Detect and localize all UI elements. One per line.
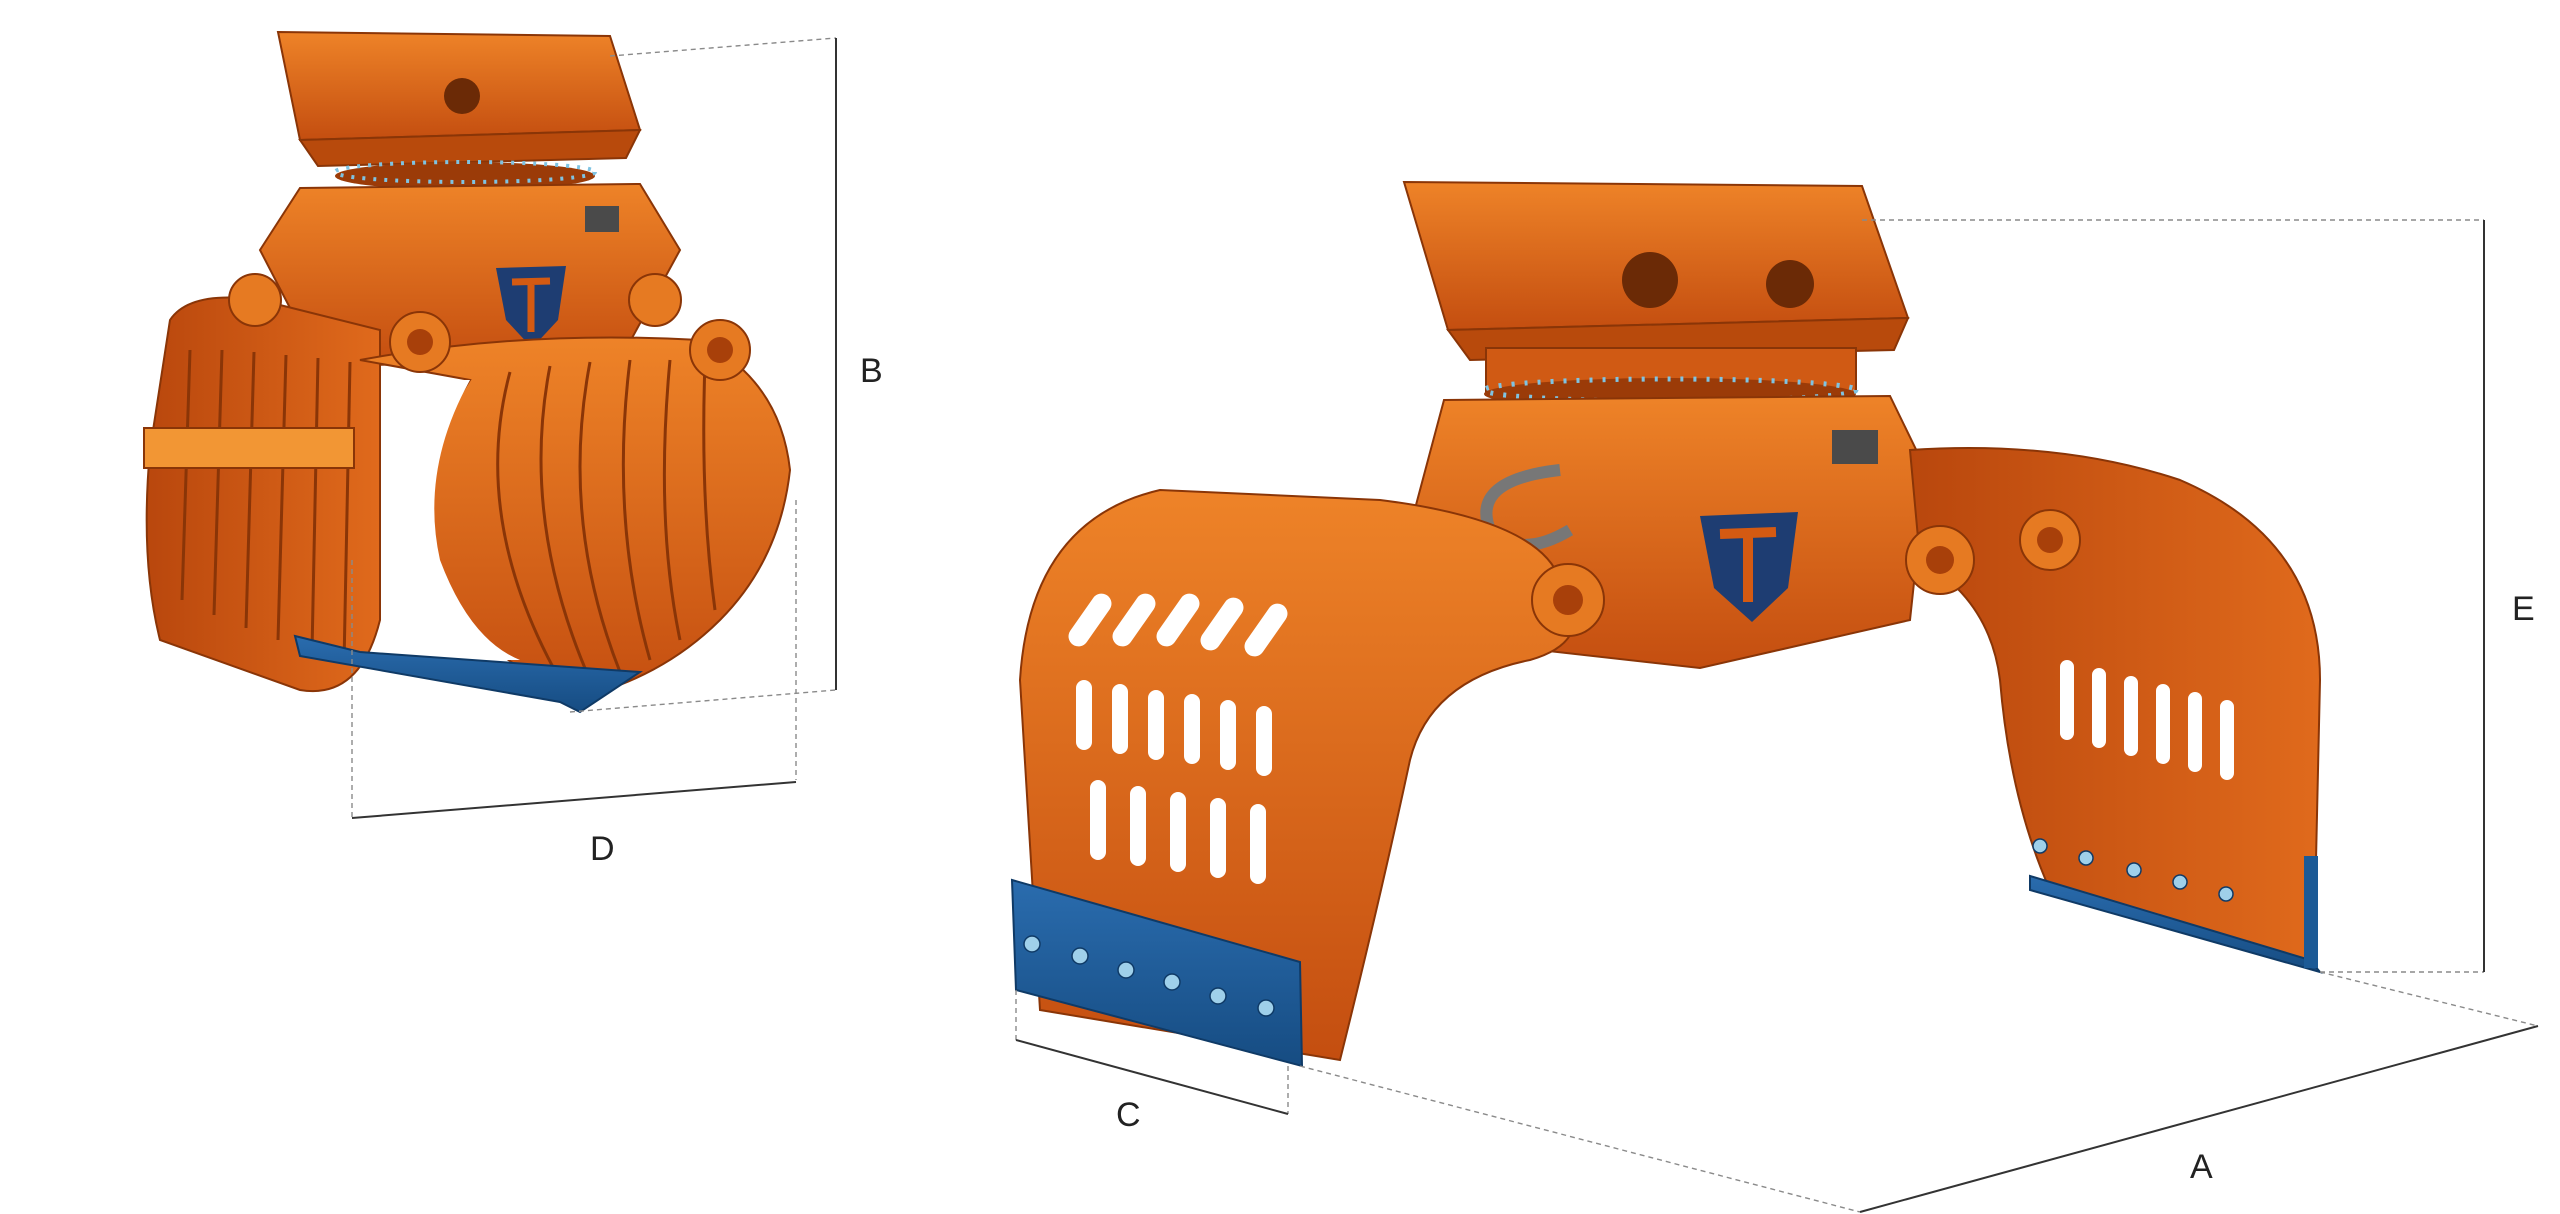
dimension-d-label: D (590, 830, 615, 868)
grapple-open-view (1010, 180, 2323, 1068)
dimension-e: E (1862, 219, 2535, 973)
dimension-d: D (351, 500, 797, 868)
grapple-closed-view (143, 30, 792, 714)
rotator-ring (335, 162, 595, 190)
dimension-b: B (569, 37, 883, 713)
dimension-a-label: A (2190, 1148, 2213, 1186)
dimension-c-label: C (1116, 1096, 1141, 1134)
plate-hole (1766, 260, 1814, 308)
cutting-edge-blade (293, 634, 643, 714)
dimension-e-label: E (2512, 590, 2535, 628)
dimension-a: A (1299, 971, 2539, 1213)
cylinder-mount (628, 273, 682, 327)
nameplate (1832, 430, 1878, 464)
nameplate (585, 206, 619, 232)
left-shell (145, 296, 381, 693)
plate-hole (1622, 252, 1678, 308)
cylinder-mount (228, 273, 282, 327)
plate-hole (444, 78, 480, 114)
right-shell (1908, 447, 2322, 962)
dimension-b-label: B (860, 352, 883, 390)
dimension-c: C (1015, 990, 1289, 1134)
